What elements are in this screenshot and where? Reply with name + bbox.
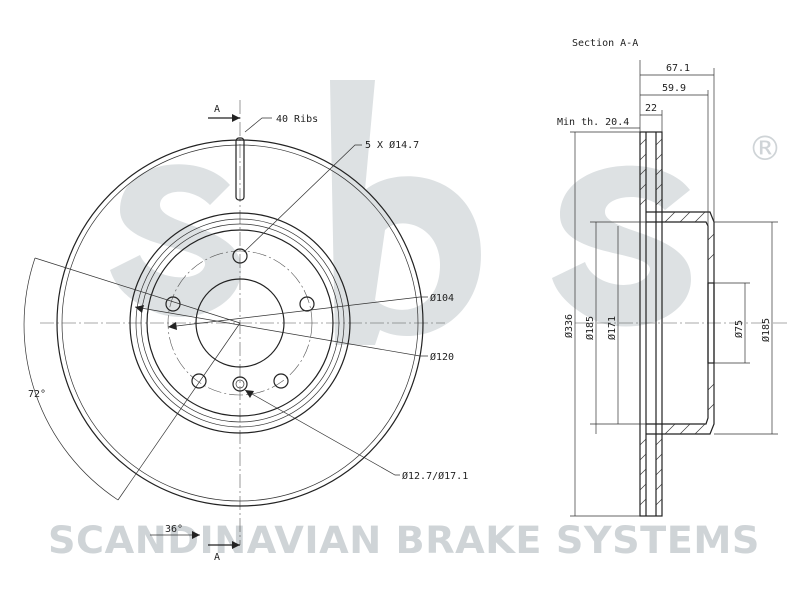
angle-ray-lower xyxy=(117,322,241,501)
rib-section xyxy=(235,137,245,201)
hat-hatching xyxy=(664,211,715,435)
hat-outer-ring xyxy=(129,212,351,434)
locating-hole xyxy=(232,376,248,392)
section-marker-top-arrow xyxy=(232,114,240,122)
dia-hat-right-label: Ø185 xyxy=(760,318,772,342)
dia-outer-label: Ø336 xyxy=(563,314,575,338)
section-view: Section A-A xyxy=(557,38,790,517)
bolt-circle-leader xyxy=(167,296,428,328)
ribs-leader xyxy=(244,117,272,133)
sbs-watermark: ® SCANDINAVIAN BRAKE SYSTEMS xyxy=(48,80,782,562)
diameter-dimensions: Ø336 Ø185 Ø171 Ø75 Ø185 xyxy=(563,131,778,517)
ribs-label: 40 Ribs xyxy=(276,114,318,125)
disc-friction-ring xyxy=(639,131,663,517)
angle-36-label: 36° xyxy=(165,524,183,535)
dim-hat-depth-label: 59.9 xyxy=(662,83,686,94)
bolt-hole xyxy=(191,373,207,389)
dia-hat-inner-label: Ø171 xyxy=(606,316,618,340)
center-bore xyxy=(195,278,285,368)
section-marker-bottom-label: A xyxy=(214,552,220,563)
min-thickness-label: Min th. 20.4 xyxy=(557,117,629,128)
bolt-circle xyxy=(167,250,313,396)
center-bore-leader-arrow xyxy=(135,305,144,313)
angle-72-label: 72° xyxy=(28,389,46,400)
dia-hat-outer-label: Ø185 xyxy=(584,316,596,340)
bolt-circle-leader-arrow xyxy=(168,322,177,330)
angle-36-arrow xyxy=(192,531,200,539)
dim-thickness-label: 22 xyxy=(645,103,657,114)
front-view: A A 40 Ribs 5 X Ø14.7 Ø104 Ø120 Ø12.7/Ø1… xyxy=(23,100,468,563)
company-name-watermark: SCANDINAVIAN BRAKE SYSTEMS xyxy=(48,519,760,562)
registered-mark: ® xyxy=(748,129,782,169)
disc-outer-edge-inner xyxy=(61,144,419,502)
hat-ring-3 xyxy=(140,223,340,423)
center-bore-label: Ø120 xyxy=(430,351,454,363)
section-title: Section A-A xyxy=(572,38,638,49)
friction-ring-hatching xyxy=(639,138,663,506)
angle-ray-upper xyxy=(34,257,241,324)
small-holes-label: Ø12.7/Ø17.1 xyxy=(402,470,468,482)
small-holes-leader-arrow xyxy=(245,390,254,398)
hat-ring-2 xyxy=(135,218,345,428)
bolt-hole xyxy=(299,296,315,312)
bolt-hole xyxy=(273,373,289,389)
hub-flange xyxy=(707,282,715,364)
bolt-holes-label: 5 X Ø14.7 xyxy=(365,139,419,151)
center-bore-leader xyxy=(134,306,428,357)
bolt-circle-label: Ø104 xyxy=(430,292,454,304)
bolt-holes-leader xyxy=(243,144,362,253)
dim-total-depth-label: 67.1 xyxy=(666,63,690,74)
small-holes-leader xyxy=(244,389,400,476)
disc-outer-edge xyxy=(56,139,424,507)
dia-bore-label: Ø75 xyxy=(733,320,745,338)
angle-72-arc xyxy=(23,257,119,501)
hat-ring-4 xyxy=(146,229,334,417)
locating-hole-inner xyxy=(235,379,245,389)
section-marker-bottom-arrow xyxy=(232,541,240,549)
friction-ring-outline xyxy=(639,131,663,517)
depth-dimensions: 67.1 59.9 22 Min th. 20.4 xyxy=(557,60,715,283)
bolt-hole xyxy=(232,248,248,264)
section-marker-top-label: A xyxy=(214,104,220,115)
